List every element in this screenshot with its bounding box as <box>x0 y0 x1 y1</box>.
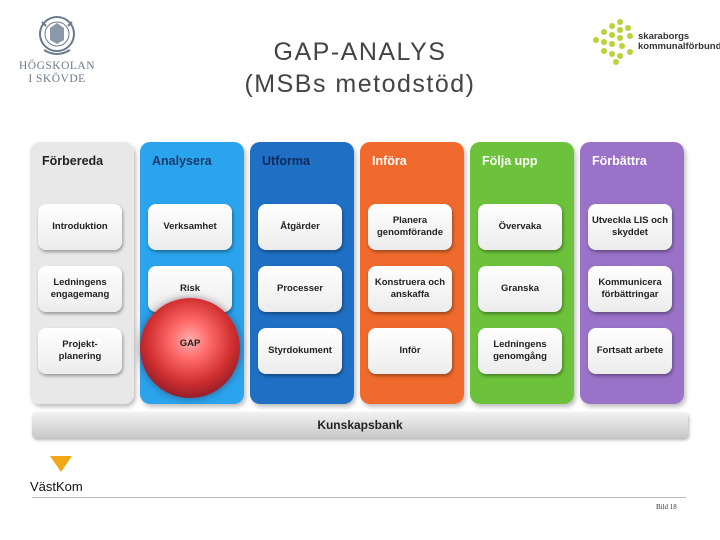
process-diagram: Förbereda Introduktion Ledningens engage… <box>28 138 692 448</box>
skaraborg-logo: skaraborgs kommunalförbund <box>590 18 720 68</box>
step-box: Konstruera och anskaffa <box>368 266 452 312</box>
title-line-2: (MSBs metodstöd) <box>244 70 476 98</box>
step-box: Åtgärder <box>258 204 342 250</box>
column-analysera: Analysera Verksamhet Risk <box>140 142 244 404</box>
footer-divider <box>32 497 686 498</box>
step-box: Ledningens engagemang <box>38 266 122 312</box>
column-forbattra: Förbättra Utveckla LIS och skyddet Kommu… <box>580 142 684 404</box>
step-box: Processer <box>258 266 342 312</box>
column-title: Utforma <box>262 154 310 168</box>
column-title: Införa <box>372 154 407 168</box>
step-box: Granska <box>478 266 562 312</box>
column-utforma: Utforma Åtgärder Processer Styrdokument <box>250 142 354 404</box>
knowledge-bank-bar: Kunskapsbank <box>32 412 688 438</box>
university-seal-icon <box>39 16 75 55</box>
slide-title: GAP-ANALYS (MSBs metodstöd) <box>200 36 520 100</box>
vastkom-logo: VästKom <box>30 456 100 494</box>
gap-highlight-sphere <box>140 298 240 398</box>
column-title: Förbereda <box>42 154 104 168</box>
vastkom-name: VästKom <box>30 479 83 494</box>
column-title: Följa upp <box>482 154 538 168</box>
hogskolan-logo: HÖGSKOLAN I SKÖVDE <box>14 14 100 86</box>
partner-name-line2: kommunalförbund <box>638 41 720 52</box>
gap-label: GAP <box>179 338 201 349</box>
step-box: Fortsatt arbete <box>588 328 672 374</box>
step-box: Inför <box>368 328 452 374</box>
triangle-logo-icon <box>50 456 72 472</box>
title-line-1: GAP-ANALYS <box>273 38 447 66</box>
step-box: Introduktion <box>38 204 122 250</box>
step-box: Kommunicera förbättringar <box>588 266 672 312</box>
step-box: Styrdokument <box>258 328 342 374</box>
column-title: Förbättra <box>592 154 647 168</box>
column-forbereda: Förbereda Introduktion Ledningens engage… <box>30 142 134 404</box>
dots-logo-icon <box>593 19 633 65</box>
column-folja-upp: Följa upp Övervaka Granska Ledningens ge… <box>470 142 574 404</box>
column-infora: Införa Planera genomförande Konstruera o… <box>360 142 464 404</box>
page-number: Bild 18 <box>656 503 677 511</box>
column-title: Analysera <box>152 154 212 168</box>
step-box: Utveckla LIS och skyddet <box>588 204 672 250</box>
university-name-line1: HÖGSKOLAN <box>18 60 96 72</box>
step-box: Ledningens genomgång <box>478 328 562 374</box>
step-box: Övervaka <box>478 204 562 250</box>
university-name-line2: I SKÖVDE <box>28 73 86 85</box>
step-box: Planera genomförande <box>368 204 452 250</box>
step-box: Verksamhet <box>148 204 232 250</box>
partner-name-line1: skaraborgs <box>638 31 690 42</box>
step-box: Projekt- planering <box>38 328 122 374</box>
